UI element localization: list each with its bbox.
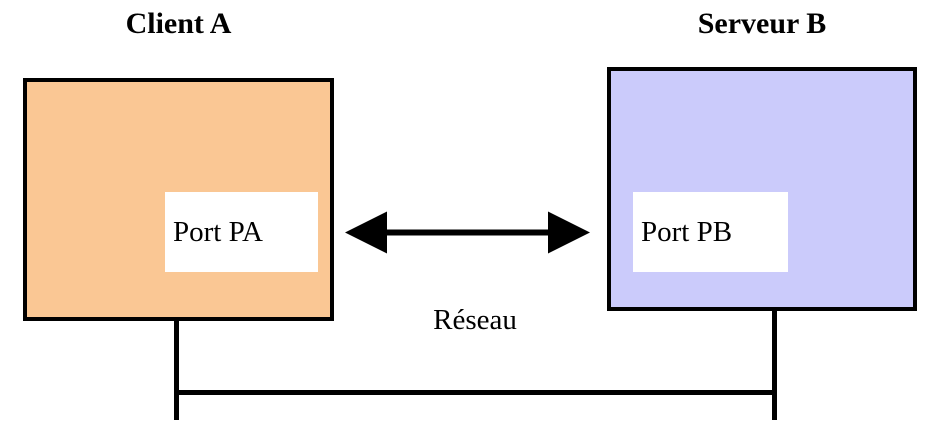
link-vertical-right bbox=[772, 308, 777, 420]
port-box-pb: Port PB bbox=[633, 192, 788, 272]
node-title-serveur-b: Serveur B bbox=[697, 7, 827, 40]
node-box-serveur-b bbox=[607, 67, 917, 311]
node-title-client-a: Client A bbox=[125, 7, 232, 40]
bidirectional-arrow-icon bbox=[345, 211, 590, 254]
network-label: Réseau bbox=[433, 304, 517, 336]
link-vertical-left bbox=[174, 318, 179, 420]
port-box-pa: Port PA bbox=[165, 192, 318, 272]
port-label-pb: Port PB bbox=[641, 215, 733, 248]
link-horizontal bbox=[174, 390, 777, 395]
port-label-pa: Port PA bbox=[173, 215, 264, 248]
